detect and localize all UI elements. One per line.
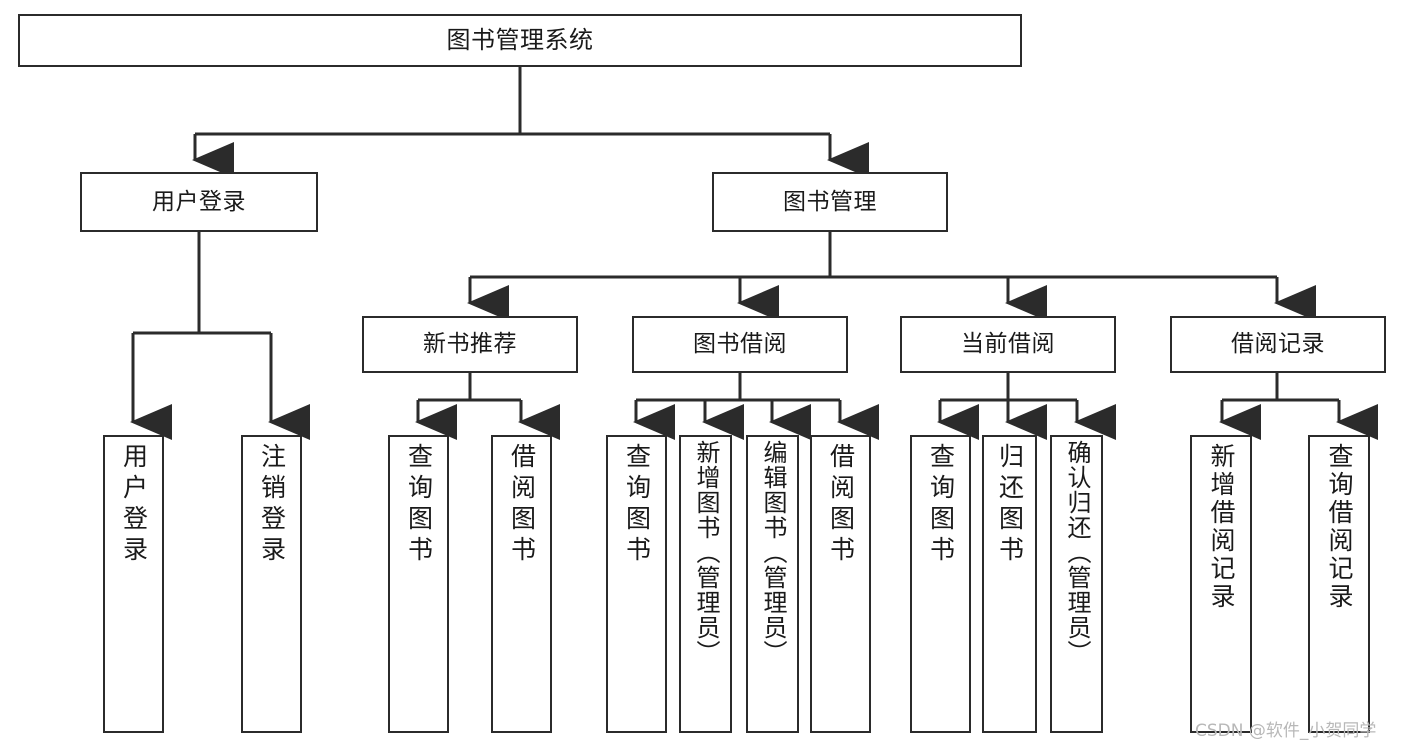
node-leaf-query-book-1[interactable]: 查询图书	[388, 435, 449, 733]
node-root[interactable]: 图书管理系统	[18, 14, 1022, 67]
node-book-manage-label: 图书管理	[783, 188, 877, 215]
csdn-watermark: CSDN @软件_小贺同学	[1195, 721, 1377, 741]
node-leaf-user-login-label: 用户登录	[119, 443, 149, 567]
node-book-manage[interactable]: 图书管理	[712, 172, 948, 232]
node-leaf-borrow-book-2-label: 借阅图书	[826, 443, 856, 567]
node-leaf-query-book-2[interactable]: 查询图书	[606, 435, 667, 733]
node-leaf-borrow-book-1[interactable]: 借阅图书	[491, 435, 552, 733]
node-current-borrow-label: 当前借阅	[961, 331, 1055, 358]
node-leaf-query-record[interactable]: 查询借阅记录	[1308, 435, 1370, 733]
node-leaf-add-record-label: 新增借阅记录	[1207, 443, 1236, 611]
node-borrow-record[interactable]: 借阅记录	[1170, 316, 1386, 373]
node-leaf-add-book-label: 新增图书（管理员）	[691, 440, 720, 665]
node-leaf-borrow-book-2[interactable]: 借阅图书	[810, 435, 871, 733]
node-leaf-add-book[interactable]: 新增图书（管理员）	[679, 435, 732, 733]
node-leaf-add-record[interactable]: 新增借阅记录	[1190, 435, 1252, 733]
node-leaf-query-book-3-label: 查询图书	[926, 443, 956, 567]
node-book-borrow[interactable]: 图书借阅	[632, 316, 848, 373]
node-leaf-return-book[interactable]: 归还图书	[982, 435, 1037, 733]
node-new-book-recommend-label: 新书推荐	[423, 331, 517, 358]
node-leaf-edit-book[interactable]: 编辑图书（管理员）	[746, 435, 799, 733]
node-book-borrow-label: 图书借阅	[693, 331, 787, 358]
node-root-label: 图书管理系统	[446, 25, 594, 54]
node-leaf-query-book-2-label: 查询图书	[622, 443, 652, 567]
node-leaf-confirm-return[interactable]: 确认归还（管理员）	[1050, 435, 1103, 733]
node-leaf-borrow-book-1-label: 借阅图书	[507, 443, 537, 567]
node-new-book-recommend[interactable]: 新书推荐	[362, 316, 578, 373]
node-user-login[interactable]: 用户登录	[80, 172, 318, 232]
node-leaf-logout-label: 注销登录	[257, 443, 287, 567]
node-leaf-query-record-label: 查询借阅记录	[1325, 443, 1354, 611]
node-leaf-edit-book-label: 编辑图书（管理员）	[758, 440, 787, 665]
node-leaf-logout[interactable]: 注销登录	[241, 435, 302, 733]
node-leaf-user-login[interactable]: 用户登录	[103, 435, 164, 733]
node-leaf-query-book-3[interactable]: 查询图书	[910, 435, 971, 733]
node-leaf-query-book-1-label: 查询图书	[404, 443, 434, 567]
node-leaf-confirm-return-label: 确认归还（管理员）	[1062, 440, 1091, 665]
node-current-borrow[interactable]: 当前借阅	[900, 316, 1116, 373]
node-borrow-record-label: 借阅记录	[1231, 331, 1325, 358]
node-user-login-label: 用户登录	[152, 188, 246, 215]
node-leaf-return-book-label: 归还图书	[995, 443, 1025, 567]
